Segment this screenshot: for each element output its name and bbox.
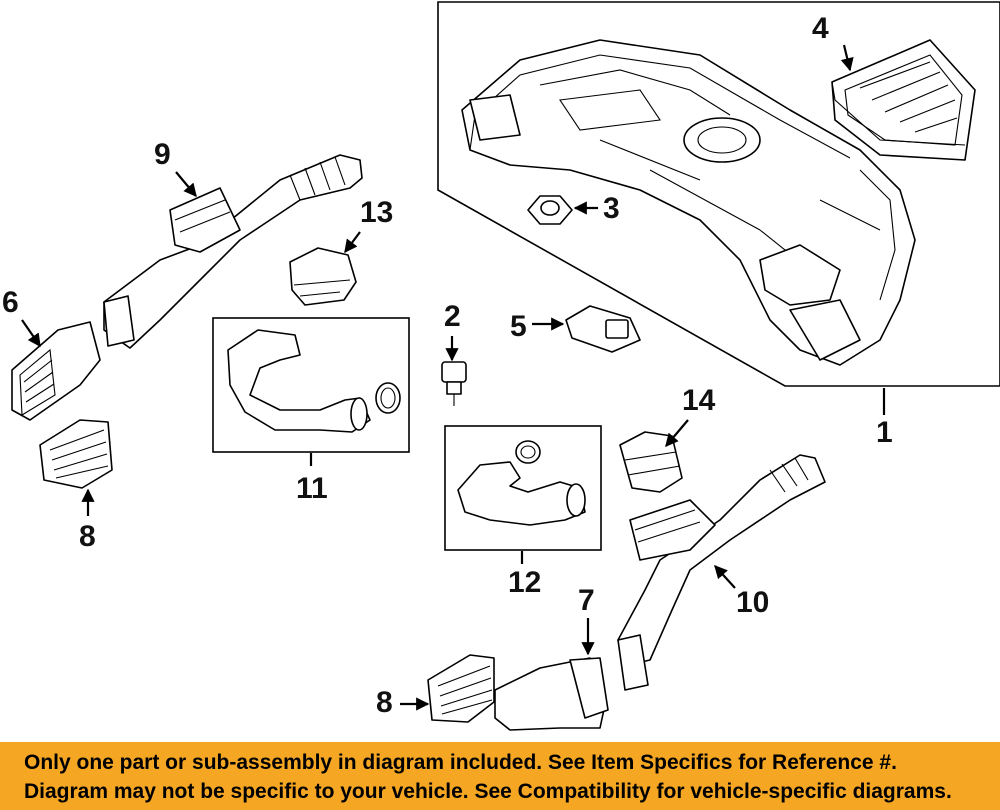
part-3-nut[interactable] [527, 195, 573, 225]
part-4-air-filter[interactable] [831, 39, 976, 161]
callout-4: 4 [812, 12, 829, 45]
part-11-intake-hose[interactable] [227, 329, 401, 433]
part-7-duct-end[interactable] [494, 657, 609, 731]
callout-12: 12 [508, 566, 542, 599]
callout-8-bottom: 8 [376, 686, 393, 719]
part-1-frame [437, 1, 1000, 387]
part-12-frame [444, 425, 602, 551]
part-10-intake-duct[interactable] [617, 454, 826, 691]
callout-3: 3 [603, 192, 620, 225]
callout-7: 7 [578, 584, 595, 617]
callout-10: 10 [736, 586, 770, 619]
callout-11: 11 [296, 472, 328, 505]
callout-2: 2 [444, 300, 461, 333]
callout-14: 14 [682, 384, 716, 417]
callout-1: 1 [876, 416, 893, 449]
part-1-air-cleaner-housing[interactable] [461, 39, 916, 366]
part-8-grille-left[interactable] [39, 419, 113, 489]
part-13-duct-cap[interactable] [289, 247, 357, 306]
notice-line-2: Diagram may not be specific to your vehi… [24, 780, 952, 803]
notice-line-1: Only one part or sub-assembly in diagram… [24, 751, 897, 774]
callout-8-left: 8 [79, 520, 96, 553]
part-11-frame [212, 317, 410, 453]
parts-diagram [11, 1, 1000, 731]
callout-5: 5 [510, 310, 527, 343]
part-14-duct-cap[interactable] [619, 431, 683, 493]
callout-9: 9 [154, 138, 171, 171]
callout-6: 6 [2, 286, 19, 319]
part-5-airflow-sensor[interactable] [565, 305, 641, 353]
callout-13: 13 [360, 196, 394, 229]
part-9-intake-duct[interactable] [103, 154, 363, 349]
leader-arrows [21, 44, 886, 711]
part-12-intake-hose[interactable] [457, 440, 586, 526]
part-6-duct-end[interactable] [11, 321, 101, 421]
part-2-sensor[interactable] [441, 361, 467, 406]
notice-banner: Only one part or sub-assembly in diagram… [0, 742, 1000, 810]
part-8-grille-bottom[interactable] [427, 654, 495, 723]
